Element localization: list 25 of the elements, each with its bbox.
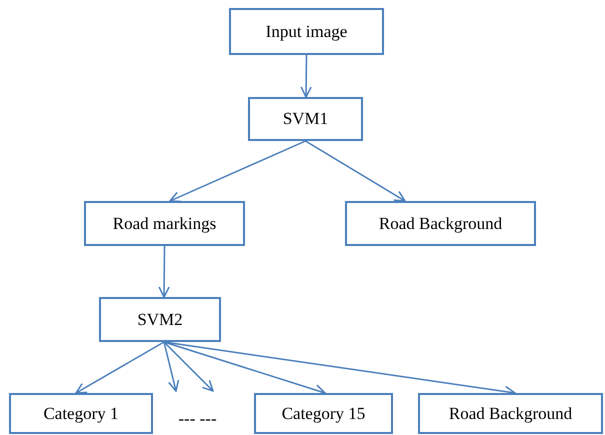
box-label: Road markings <box>112 214 216 234</box>
process-box <box>229 8 384 55</box>
box-label: Road Background <box>378 214 502 234</box>
arrow <box>164 341 326 396</box>
arrow <box>305 140 406 202</box>
box-label: Category 1 <box>43 404 119 424</box>
process-box <box>9 393 153 434</box>
arrow <box>300 55 312 98</box>
process-box <box>345 201 536 246</box>
process-box <box>418 393 603 434</box>
box-label: SVM1 <box>282 109 328 129</box>
ellipsis-text: --- --- <box>178 409 217 429</box>
arrow <box>163 341 214 392</box>
box-label: Road Background <box>448 404 572 424</box>
arrow <box>75 341 164 394</box>
process-box <box>99 297 221 342</box>
box-label: SVM2 <box>137 310 183 330</box>
arrow <box>169 140 306 202</box>
box-label: Input image <box>266 22 348 42</box>
box-label: Category 15 <box>282 404 366 424</box>
arrow <box>158 246 170 298</box>
arrow <box>163 342 180 392</box>
process-box <box>254 393 393 434</box>
process-box <box>248 97 363 141</box>
process-box <box>84 201 245 246</box>
